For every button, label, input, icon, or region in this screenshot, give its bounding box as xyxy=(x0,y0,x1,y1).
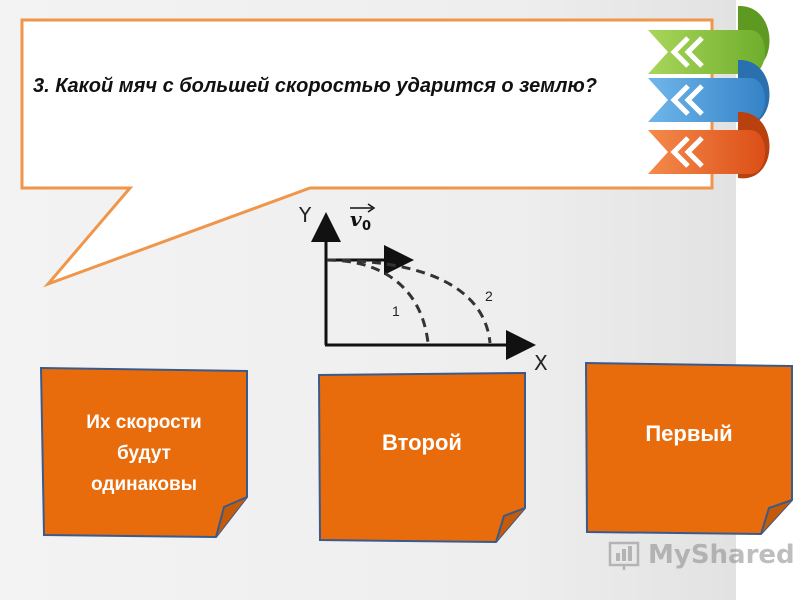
question-text: 3. Какой мяч с большей скоростью ударитс… xyxy=(33,75,597,97)
watermark-text: MyShared xyxy=(648,540,795,570)
answer-card-second[interactable]: Второй xyxy=(316,370,528,546)
answer-label: Их скорости будут одинаковы xyxy=(86,411,202,495)
trajectory-1 xyxy=(326,258,430,344)
trajectory-2 xyxy=(326,258,492,344)
answer-label: Первый xyxy=(645,421,733,446)
velocity-label: v xyxy=(350,207,362,231)
velocity-subscript: 0 xyxy=(362,219,371,234)
chart-logo-icon xyxy=(608,541,640,570)
trajectory-1-label: 1 xyxy=(392,303,400,319)
answer-label: Второй xyxy=(382,430,462,455)
y-axis-label: Y xyxy=(298,203,312,227)
back-arrow-icon[interactable] xyxy=(670,36,704,68)
back-arrow-icon[interactable] xyxy=(670,84,704,116)
trajectory-2-label: 2 xyxy=(485,288,493,304)
answer-card-first[interactable]: Первый xyxy=(583,360,795,538)
watermark: MyShared xyxy=(608,538,795,572)
x-axis-label: X xyxy=(534,351,548,375)
back-arrow-icon[interactable] xyxy=(670,136,704,168)
vector-arrowhead-icon xyxy=(367,203,376,213)
card-shape xyxy=(317,371,526,544)
answer-card-same-speed[interactable]: Их скорости будут одинаковы xyxy=(38,365,250,541)
trajectory-graph: Y X v 0 1 2 xyxy=(298,203,548,375)
card-shape xyxy=(39,366,248,539)
navigation-ribbon xyxy=(648,5,770,179)
card-shape xyxy=(584,361,793,536)
